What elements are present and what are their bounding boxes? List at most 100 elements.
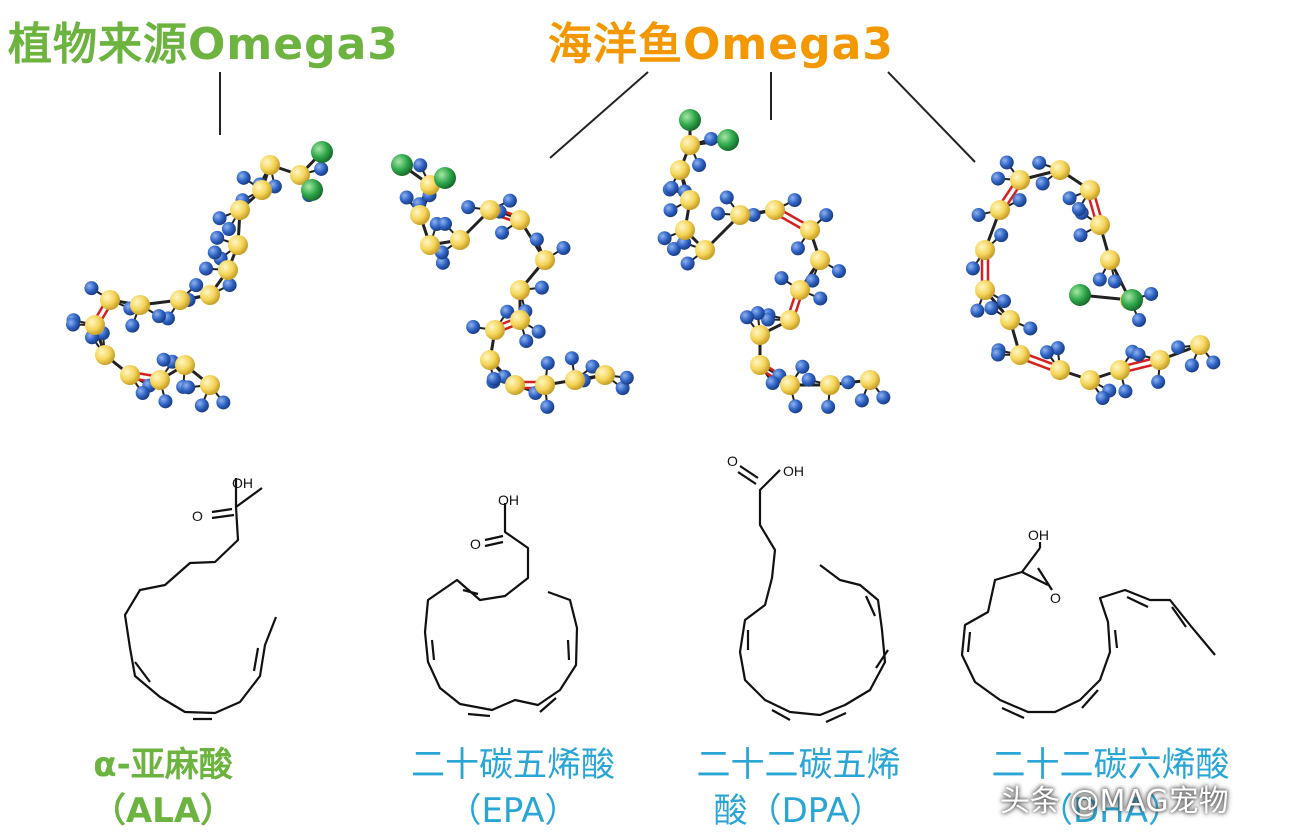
- carbon-atom: [485, 320, 505, 340]
- hydrogen-atom: [831, 264, 846, 279]
- carbon-atom: [780, 375, 800, 395]
- hydrogen-atom: [774, 271, 789, 286]
- hydrogen-atom: [663, 203, 678, 218]
- carbon-atom: [765, 200, 785, 220]
- carbon-atom: [990, 200, 1010, 220]
- hydrogen-atom: [1171, 340, 1186, 355]
- dpa-3d-model: [657, 109, 891, 414]
- hydrogen-atom: [1032, 155, 1047, 170]
- hydrogen-atom: [221, 221, 236, 236]
- hydrogen-atom: [1151, 374, 1166, 389]
- dha-name: 二十二碳六烯酸: [991, 745, 1230, 785]
- carbon-atom: [100, 290, 120, 310]
- hydrogen-atom: [435, 255, 450, 270]
- hydrogen-atom: [991, 171, 1006, 186]
- hydrogen-atom: [531, 324, 546, 339]
- dpa-name: 二十二碳五烯: [696, 745, 901, 785]
- hydrogen-atom: [519, 334, 534, 349]
- hydrogen-atom: [999, 155, 1014, 170]
- dha-hydroxyl-oh: OH: [1028, 527, 1049, 543]
- hydrogen-atom: [413, 158, 428, 173]
- carbon-atom: [1080, 180, 1100, 200]
- hydrogen-atom: [984, 301, 999, 316]
- hydrogen-atom: [461, 200, 476, 215]
- carbon-atom: [150, 370, 170, 390]
- carbon-atom: [1150, 350, 1170, 370]
- hydrogen-atom: [556, 241, 571, 256]
- hydrogen-atom: [1062, 191, 1077, 206]
- hydrogen-atom: [746, 207, 761, 222]
- ala-3d-model: [66, 141, 333, 413]
- dha-carbonyl-o: O: [1050, 590, 1061, 606]
- hydrogen-atom: [540, 356, 555, 371]
- hydrogen-atom: [495, 225, 510, 240]
- hydrogen-atom: [795, 359, 810, 374]
- hydrogen-atom: [1144, 286, 1159, 301]
- watermark: 头条 @MAG宠物: [1000, 784, 1229, 819]
- hydrogen-atom: [1132, 313, 1147, 328]
- carbon-atom: [535, 250, 555, 270]
- hydrogen-atom: [181, 380, 196, 395]
- carbon-atom: [510, 210, 530, 230]
- hydrogen-atom: [1039, 345, 1054, 360]
- hydrogen-atom: [750, 306, 765, 321]
- hydrogen-atom: [876, 390, 891, 405]
- hydrogen-atom: [739, 310, 754, 325]
- hydrogen-atom: [199, 261, 214, 276]
- dha-caption: 二十二碳六烯酸 （DHA）: [968, 742, 1253, 834]
- hydrogen-atom: [540, 399, 555, 414]
- carbon-atom: [175, 355, 195, 375]
- carbon-atom: [200, 375, 220, 395]
- dpa-caption: 二十二碳五烯 酸（DPA）: [676, 742, 921, 834]
- oxygen-atom: [311, 141, 333, 163]
- hydrogen-atom: [210, 230, 225, 245]
- hydrogen-atom: [486, 371, 501, 386]
- dpa-carbonyl-o: O: [727, 453, 738, 469]
- carbon-atom: [860, 370, 880, 390]
- hydrogen-atom: [819, 208, 834, 223]
- dpa-skeletal-formula: O OH: [727, 453, 889, 724]
- carbon-atom: [260, 155, 280, 175]
- ala-abbrev: （ALA）: [91, 791, 235, 831]
- carbon-atom: [230, 200, 250, 220]
- carbon-atom: [675, 220, 695, 240]
- hydrogen-atom: [222, 278, 237, 293]
- oxygen-atom: [679, 109, 701, 131]
- ala-carbonyl-o: O: [192, 508, 203, 524]
- dha-3d-model: [965, 155, 1221, 406]
- hydrogen-atom: [399, 190, 414, 205]
- carbon-atom: [680, 135, 700, 155]
- carbon-atom: [480, 350, 500, 370]
- carbon-atom: [85, 315, 105, 335]
- carbon-atom: [510, 310, 530, 330]
- carbon-atom: [1010, 170, 1030, 190]
- hydrogen-atom: [212, 211, 227, 226]
- hydrogen-atom: [761, 312, 776, 327]
- epa-skeletal-formula: O OH: [423, 492, 579, 718]
- carbon-atom: [170, 290, 190, 310]
- marine-omega3-title: 海洋鱼Omega3: [548, 19, 894, 70]
- hydrogen-atom: [502, 193, 517, 208]
- hydrogen-atom: [719, 190, 734, 205]
- epa-3d-model: [391, 154, 634, 414]
- hydrogen-atom: [1023, 321, 1038, 336]
- hydrogen-atom: [1206, 355, 1221, 370]
- hydrogen-atom: [156, 352, 171, 367]
- hydrogen-atom: [821, 399, 836, 414]
- carbon-atom: [975, 240, 995, 260]
- hydrogen-atom: [529, 232, 544, 247]
- oxygen-atom: [434, 167, 456, 189]
- hydrogen-atom: [66, 317, 81, 332]
- carbon-atom: [120, 365, 140, 385]
- epa-carbonyl-o: O: [470, 536, 481, 552]
- carbon-atom: [975, 280, 995, 300]
- hydrogen-atom: [996, 294, 1011, 309]
- hydrogen-atom: [194, 398, 209, 413]
- hydrogen-atom: [692, 158, 707, 173]
- epa-caption: 二十碳五烯酸 （EPA）: [388, 742, 638, 834]
- hydrogen-atom: [1050, 341, 1065, 356]
- carbon-atom: [218, 260, 238, 280]
- carbon-atom: [420, 235, 440, 255]
- dpa-hydroxyl-oh: OH: [783, 463, 804, 479]
